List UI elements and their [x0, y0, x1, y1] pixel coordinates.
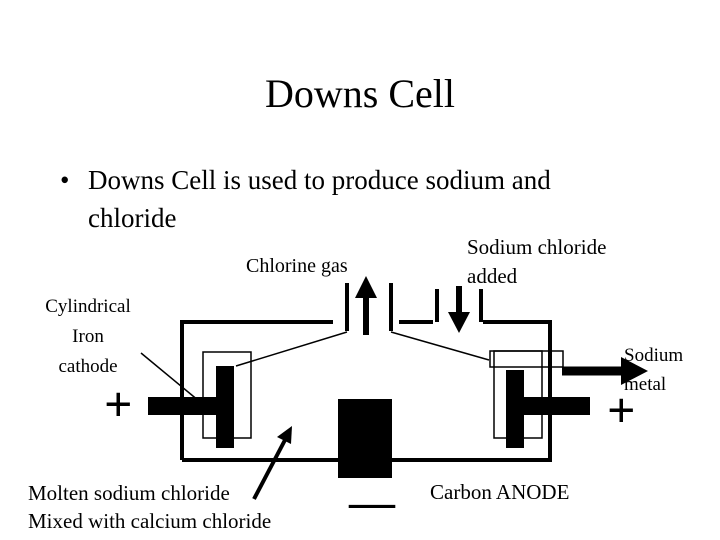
negative-terminal: —: [349, 476, 395, 527]
vessel-outline: [180, 283, 552, 462]
electrode-lead-right: [522, 397, 590, 415]
bullet-icon: •: [60, 165, 70, 195]
label-line: Cylindrical: [45, 296, 131, 317]
electrode-rod-right: [506, 370, 524, 448]
label-line: cathode: [58, 356, 118, 377]
bullet-line: chloride: [88, 203, 177, 233]
sodium-metal-right-arrow: [562, 357, 648, 385]
sodium-outlet-channel: [489, 350, 564, 368]
sodium-metal-label: Sodium metal: [624, 341, 683, 399]
label-line: Molten sodium chloride: [28, 481, 230, 505]
bullet-line: Downs Cell is used to produce sodium and: [88, 165, 551, 195]
label-line: Sodium chloride: [467, 235, 607, 259]
cathode-pointer-line: [140, 352, 200, 402]
label-line: Mixed with calcium chloride: [28, 509, 272, 533]
cylindrical-iron-cathode-label: Cylindrical Iron cathode: [28, 292, 148, 382]
carbon-anode-label: Carbon ANODE: [430, 480, 570, 504]
positive-terminal-left: +: [104, 376, 133, 432]
label-line: Iron: [72, 326, 104, 347]
page-title: Downs Cell: [265, 71, 455, 116]
bullet-item: • Downs Cell is used to produce sodium a…: [60, 161, 680, 237]
carbon-anode-block: [338, 399, 392, 478]
chlorine-gas-label: Chlorine gas: [246, 255, 348, 277]
molten-electrolyte-label: Molten sodium chloride Mixed with calciu…: [28, 479, 271, 535]
cathode-lead-left: [148, 397, 230, 415]
sodium-chloride-down-arrow: [448, 286, 470, 333]
positive-terminal-right: +: [607, 382, 636, 438]
hood-lines: [235, 331, 490, 367]
bullet-text: Downs Cell is used to produce sodium and…: [88, 161, 551, 237]
label-line: added: [467, 264, 518, 288]
label-line: metal: [624, 374, 667, 395]
sodium-chloride-added-label: Sodium chloride added: [467, 233, 606, 291]
chlorine-gas-up-arrow: [355, 276, 377, 335]
label-line: Sodium: [624, 345, 684, 366]
molten-electrolyte-arrow: [252, 426, 292, 500]
